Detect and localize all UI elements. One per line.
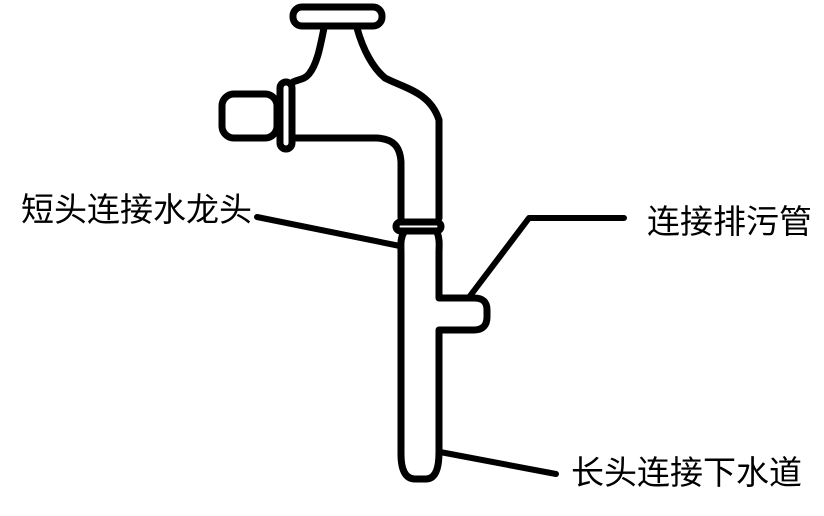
faucet-body-right-edge xyxy=(353,24,443,222)
label-short-head-connects-faucet: 短头连接水龙头 xyxy=(21,191,252,228)
leader-line-long-head xyxy=(437,449,559,477)
faucet-handle xyxy=(289,3,386,30)
leader-line-short-head xyxy=(254,214,403,249)
label-connects-sewage-pipe: 连接排污管 xyxy=(647,203,812,240)
connector-ring xyxy=(392,218,445,235)
spout-nozzle xyxy=(218,90,281,142)
faucet-body-left-edge xyxy=(289,24,328,86)
label-long-head-connects-drain: 长头连接下水道 xyxy=(571,454,802,491)
leader-line-sewage-pipe xyxy=(467,215,627,299)
faucet-body-underside xyxy=(291,134,405,222)
spout-flange xyxy=(276,78,296,153)
trap-pipe-with-branch-stub xyxy=(397,228,491,483)
